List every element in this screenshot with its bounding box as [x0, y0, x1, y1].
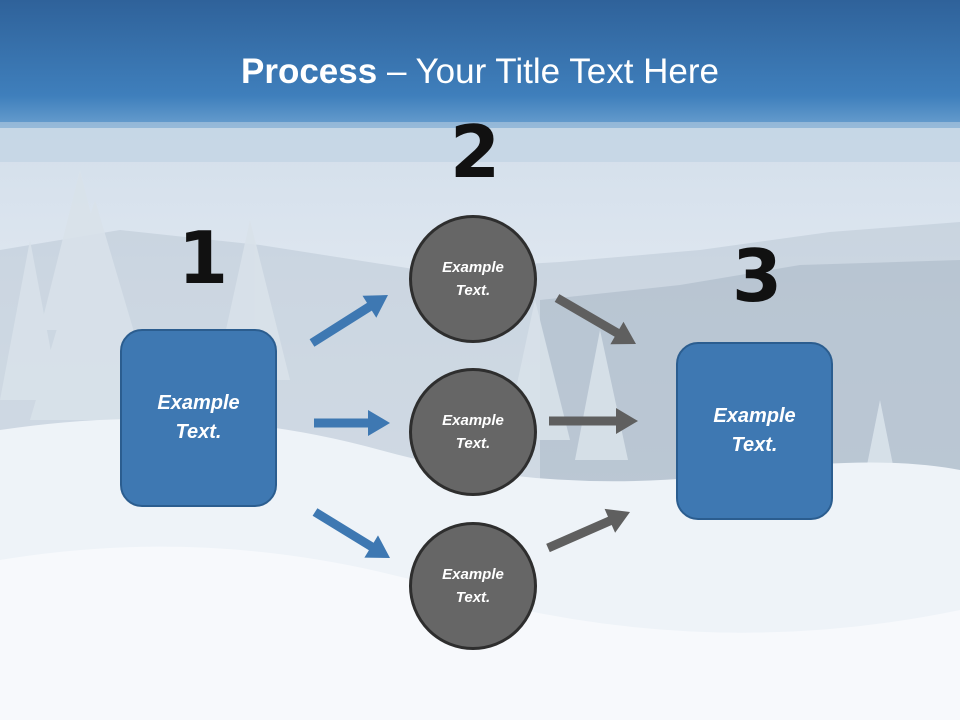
- circle-top: Example Text.: [409, 215, 537, 343]
- step-box-3-label: Example Text.: [713, 405, 796, 456]
- circle-middle: Example Text.: [409, 368, 537, 496]
- circle-bottom-label: Example Text.: [442, 566, 504, 606]
- step-box-1-label: Example Text.: [157, 392, 240, 443]
- step-number-2: 2: [450, 110, 501, 194]
- circle-middle-label: Example Text.: [442, 412, 504, 452]
- step-box-1: Example Text.: [120, 329, 277, 507]
- step-number-3: 3: [732, 234, 783, 318]
- circle-bottom: Example Text.: [409, 522, 537, 650]
- slide-title: Process – Your Title Text Here: [0, 52, 960, 92]
- circle-top-label: Example Text.: [442, 259, 504, 299]
- step-number-1: 1: [178, 216, 229, 300]
- step-box-3: Example Text.: [676, 342, 833, 520]
- title-strong: Process: [241, 52, 378, 91]
- title-rest: – Your Title Text Here: [377, 52, 719, 91]
